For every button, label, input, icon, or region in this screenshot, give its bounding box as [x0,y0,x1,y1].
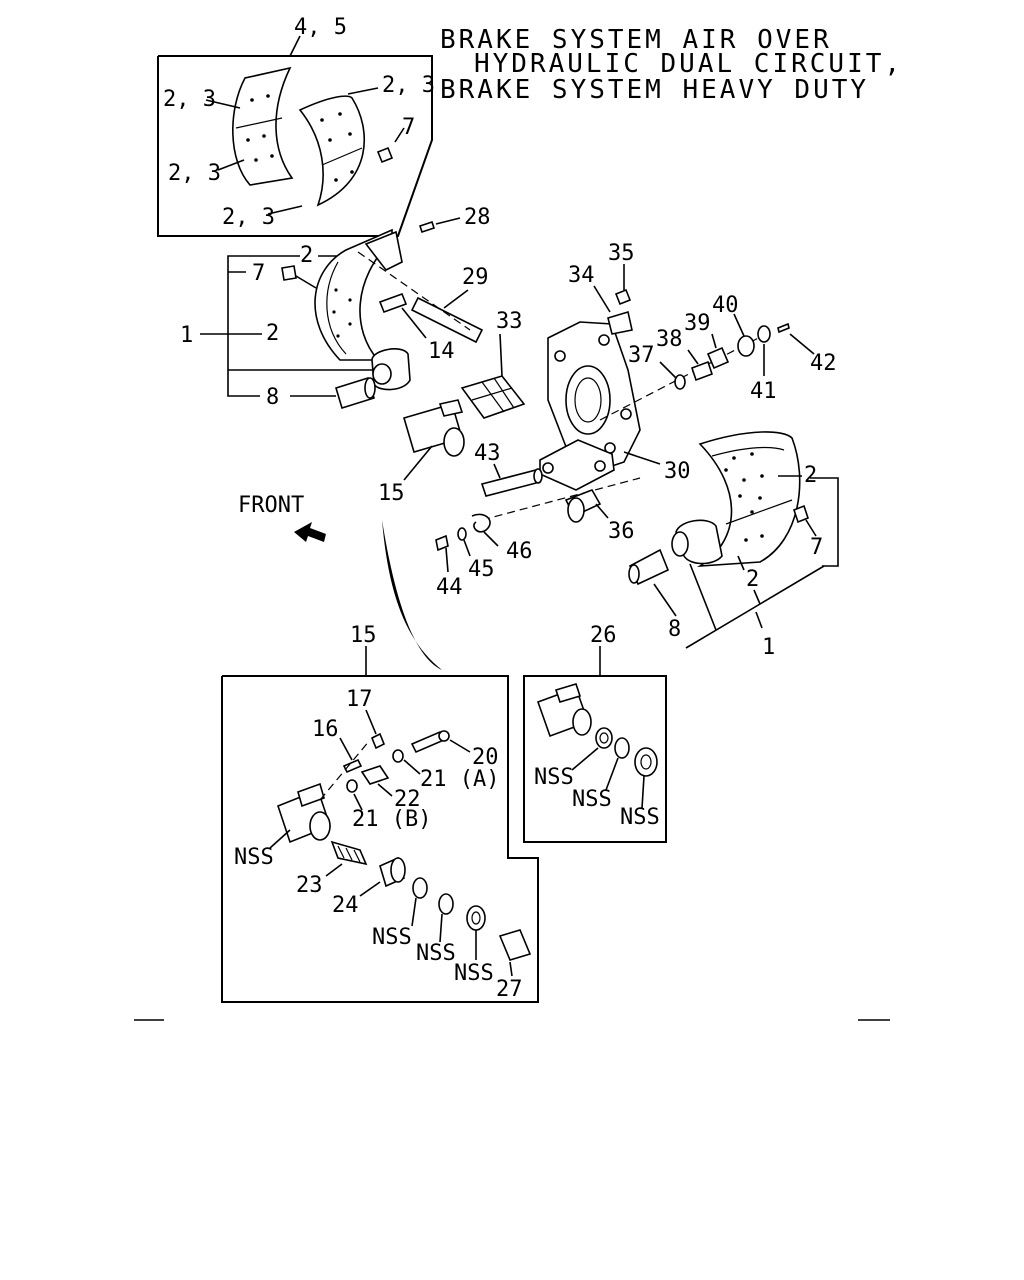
title-line-1: BRAKE SYSTEM AIR OVER [440,25,832,55]
callout-2-3-b: 2, 3 [382,73,435,98]
callout-2-right-mid: 2 [746,567,759,592]
pin-28 [418,220,436,234]
washer-41 [757,325,771,343]
bolt-44 [435,534,449,552]
callout-34: 34 [568,263,595,288]
callout-22: 22 [394,787,421,812]
callout-1-right: 1 [762,635,775,660]
callout-26: 26 [590,623,617,648]
callout-42: 42 [810,351,837,376]
callout-2-3-d: 2, 3 [222,205,275,230]
screw-35 [614,288,632,306]
callout-15-inset: 15 [350,623,377,648]
callout-16: 16 [312,717,339,742]
pin-42 [777,322,790,334]
rivet-left [281,265,297,281]
callout-1-left: 1 [180,323,193,348]
front-label: FRONT [238,493,304,518]
callout-2-left-mid: 2 [266,321,279,346]
callout-27: 27 [496,977,523,1002]
callout-35: 35 [608,241,635,266]
rivet-right [793,504,809,524]
clip-46 [471,513,491,533]
callout-nss-seal-3: NSS [454,961,494,986]
callout-21b: 21 (B) [352,807,431,832]
callout-8-right: 8 [668,617,681,642]
callout-28: 28 [464,205,491,230]
callout-7-right: 7 [810,535,823,560]
right-shoe-assembly [628,431,839,649]
callout-2-3-c: 2, 3 [168,161,221,186]
callout-15-main: 15 [378,481,405,506]
inset-wheel-cylinder [221,646,539,1003]
bushing-39 [706,346,730,370]
washer-40 [737,335,755,357]
inset-lining-kit [157,35,433,237]
callout-20: 20 [472,745,499,770]
callout-4-5: 4, 5 [294,15,347,40]
lining-right [298,95,366,207]
callout-33: 33 [496,309,523,334]
callout-44: 44 [436,575,463,600]
callout-nss-cylinder: NSS [234,845,274,870]
front-arrow-icon [294,522,326,542]
backing-plate-group [403,264,815,573]
callout-7-left: 7 [252,261,265,286]
clip-34 [607,310,633,335]
callout-2-right-top: 2 [804,463,817,488]
callout-2-left-top: 2 [300,243,313,268]
inset-repair-kit [523,646,667,843]
left-shoe-assembly [200,217,484,410]
camshaft-43 [480,469,542,497]
spring-38 [690,360,714,382]
callout-45: 45 [468,557,495,582]
callout-nss-kit-1: NSS [534,765,574,790]
callout-21a: 21 (A) [420,767,499,792]
callout-nss-seal-1: NSS [372,925,412,950]
callout-30: 30 [664,459,691,484]
washer-37 [674,374,686,390]
callout-36: 36 [608,519,635,544]
callout-40: 40 [712,293,739,318]
callout-23: 23 [296,873,323,898]
callout-38: 38 [656,327,683,352]
callout-nss-kit-2: NSS [572,787,612,812]
right-shoe [696,431,801,568]
zoom-callout-sweep [382,520,442,670]
callout-24: 24 [332,893,359,918]
washer-45 [457,527,467,541]
callout-7-inset: 7 [402,115,415,140]
callout-2-3-a: 2, 3 [163,87,216,112]
callout-nss-kit-3: NSS [620,805,660,830]
title-line-2: HYDRAULIC DUAL CIRCUIT, [474,49,903,79]
callout-37: 37 [628,343,655,368]
callout-43: 43 [474,441,501,466]
title-line-3: BRAKE SYSTEM HEAVY DUTY [440,75,869,105]
lining-left [232,66,294,186]
callout-29: 29 [462,265,489,290]
callout-17: 17 [346,687,373,712]
callout-nss-seal-2: NSS [416,941,456,966]
pin-14 [378,292,408,314]
callout-8-left: 8 [266,385,279,410]
callout-39: 39 [684,311,711,336]
spring-29 [410,296,484,344]
rivet-inset [376,146,394,164]
callout-14: 14 [428,339,455,364]
callout-41: 41 [750,379,777,404]
callout-46: 46 [506,539,533,564]
